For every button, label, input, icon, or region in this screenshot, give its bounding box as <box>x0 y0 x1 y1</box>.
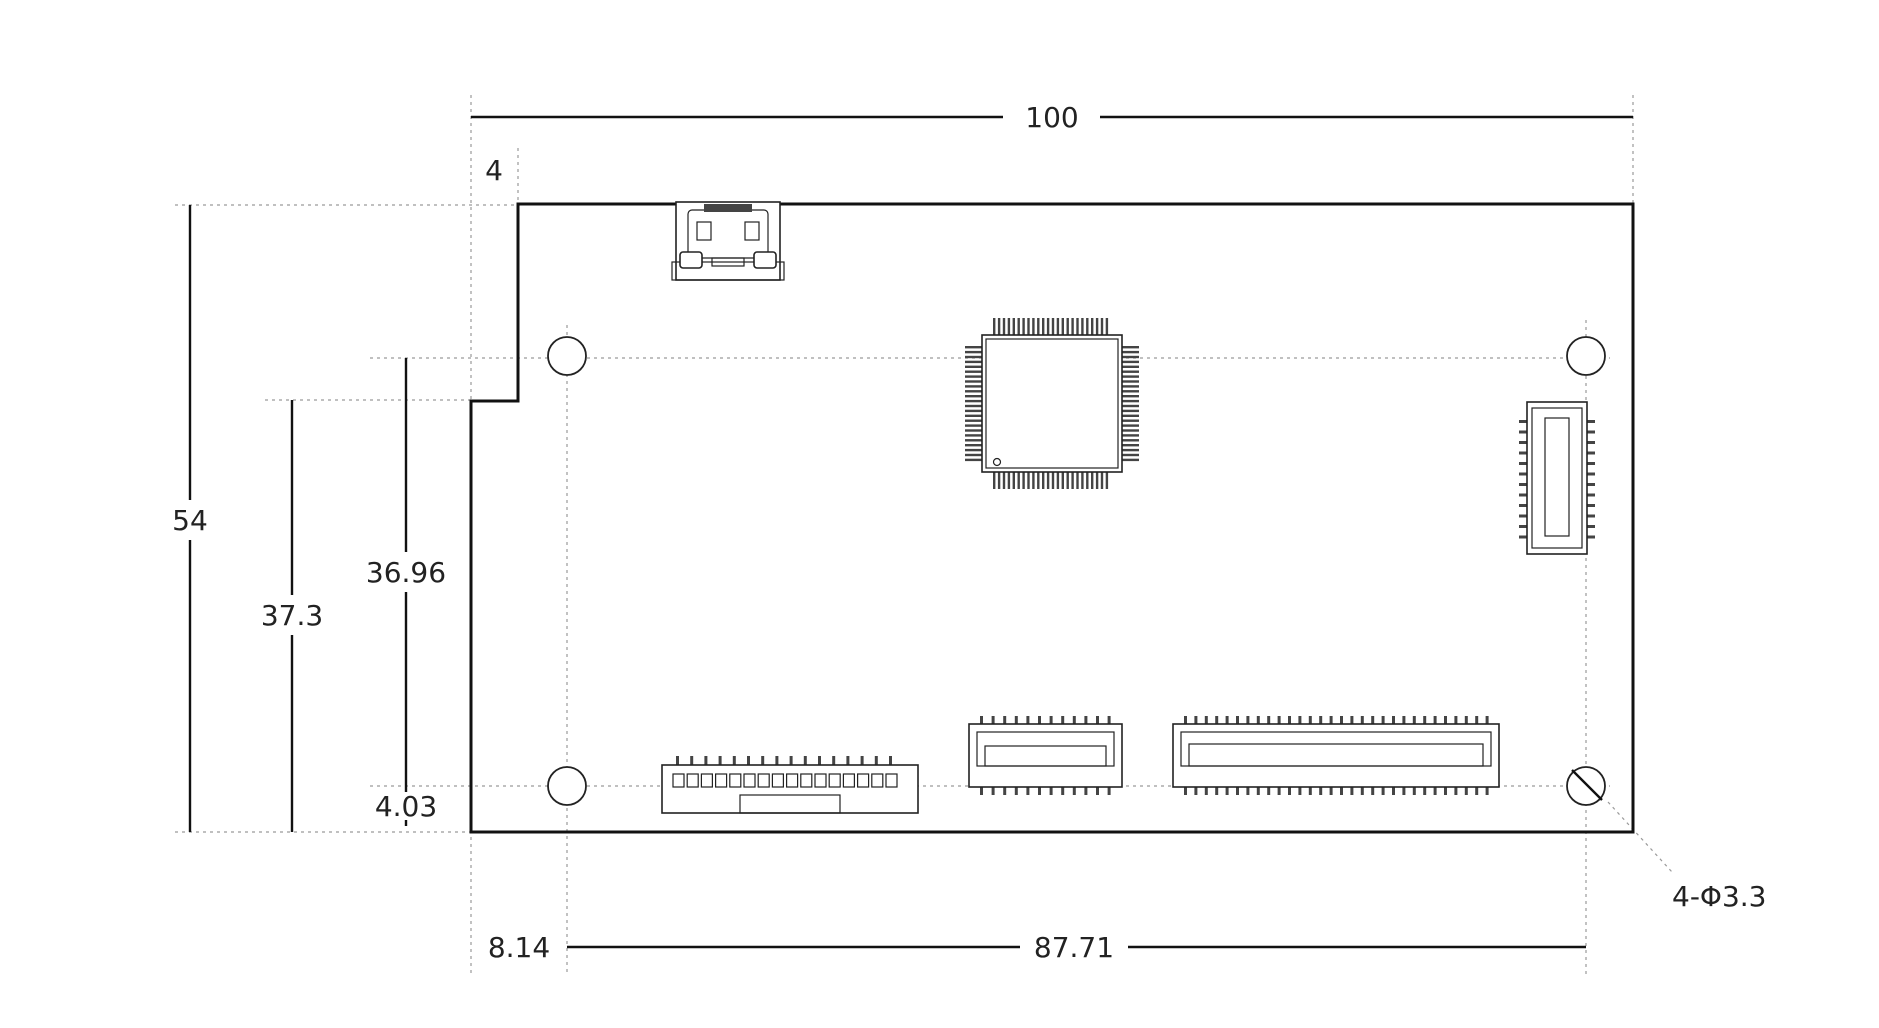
right-fpc-connector-pins <box>1519 420 1595 539</box>
mounting-hole-top-left <box>547 336 587 376</box>
hole-left-offset-label: 8.14 <box>488 931 550 964</box>
board-outline <box>469 202 1635 834</box>
usb-c-connector <box>671 201 785 281</box>
hole-vertical-spacing-label: 36.96 <box>366 556 446 589</box>
mounting-holes <box>547 336 1606 806</box>
qfp-chip <box>965 318 1139 489</box>
extension-lines <box>175 95 1673 975</box>
right-fpc-connector <box>1519 401 1595 555</box>
bottom-fpc-connector-small-pins <box>980 716 1111 795</box>
bottom-wire-connector-cells <box>672 773 898 788</box>
qfp-chip-body <box>981 334 1123 473</box>
qfp-pin1-marker <box>992 457 1002 467</box>
notch-width-label: 4 <box>485 154 503 187</box>
mounting-hole-bottom-left <box>547 766 587 806</box>
overall-width-label: 100 <box>1025 101 1078 134</box>
mounting-hole-top-right <box>1566 336 1606 376</box>
dimension-lines <box>188 115 1633 949</box>
bottom-wire-connector <box>661 756 919 814</box>
hole-bottom-offset-label: 4.03 <box>375 790 437 823</box>
bottom-fpc-connector-large <box>1172 716 1500 795</box>
hole-callout-label: 4-Φ3.3 <box>1672 880 1767 913</box>
overall-height-label: 54 <box>172 504 208 537</box>
dimension-labels: 100 4 54 37.3 36.96 4.03 8.14 87.71 4-Φ3… <box>172 101 1766 964</box>
notch-height-label: 37.3 <box>261 599 323 632</box>
mounting-hole-bottom-right <box>1566 766 1606 806</box>
bottom-fpc-connector-large-pins <box>1184 716 1489 795</box>
qfp-chip-pins <box>965 318 1139 489</box>
bottom-fpc-connector-small <box>968 716 1123 795</box>
bottom-wire-connector-pins <box>676 756 892 766</box>
hole-horizontal-spacing-label: 87.71 <box>1034 931 1114 964</box>
